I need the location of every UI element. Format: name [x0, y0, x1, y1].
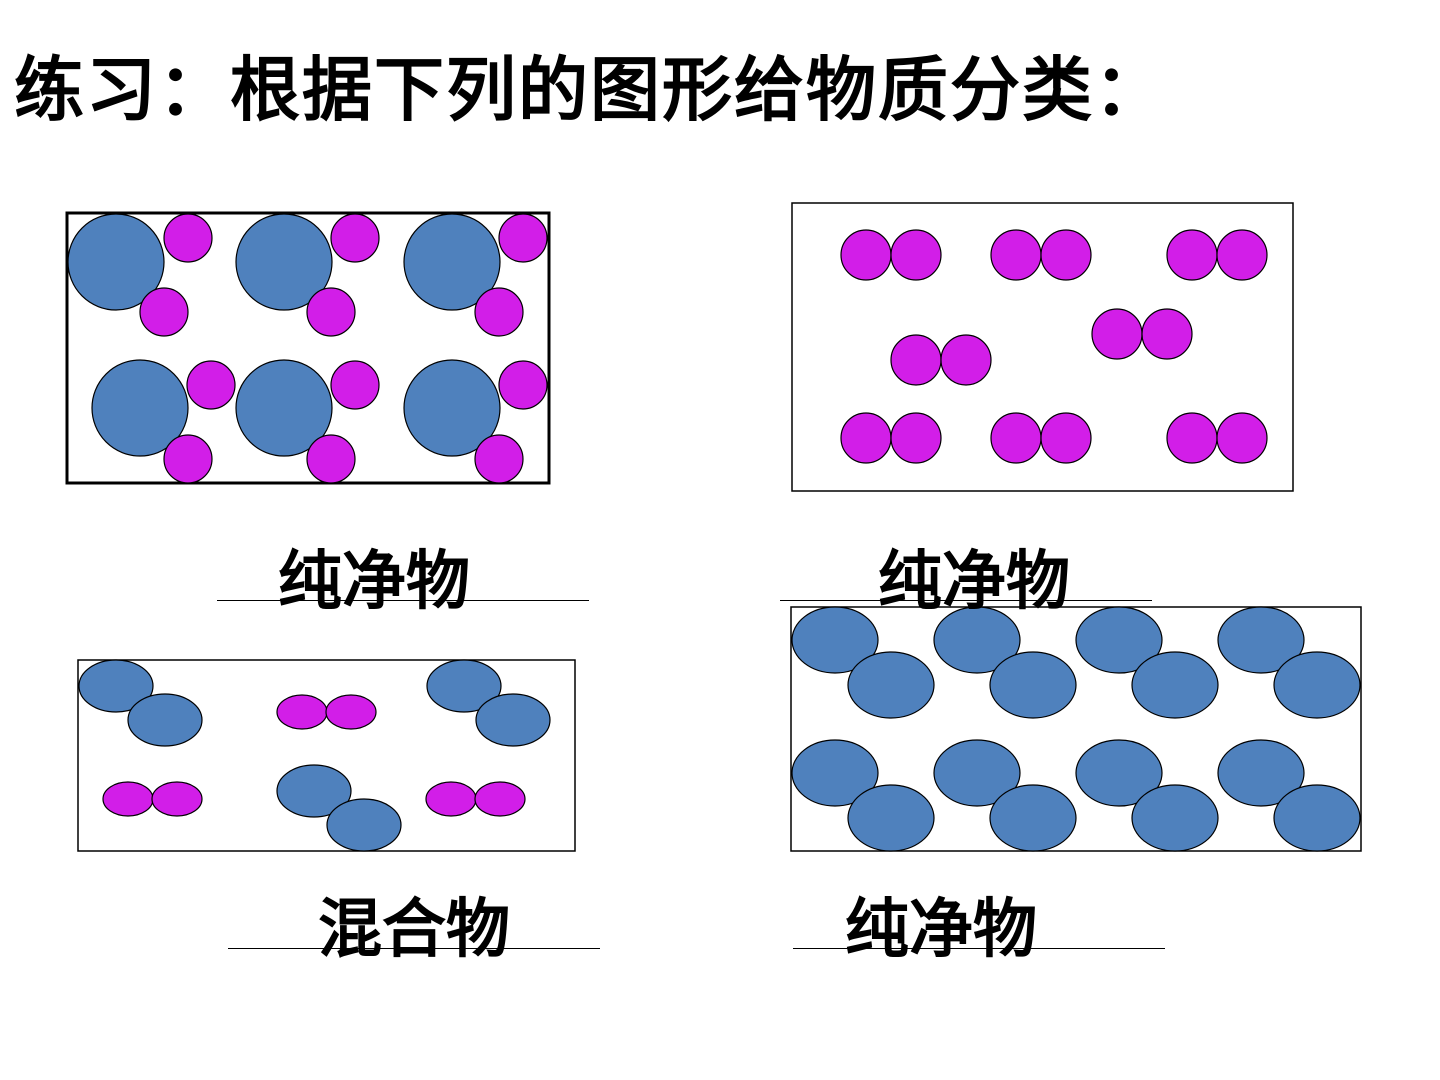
panel-top-left-frame	[65, 211, 551, 485]
magenta-atom	[102, 781, 154, 817]
answer-top-right: 纯净物	[878, 545, 1070, 619]
blue-atom	[933, 739, 1021, 807]
answer-bottom-right: 纯净物	[845, 893, 1037, 967]
magenta-atom	[325, 694, 377, 730]
magenta-atom	[990, 412, 1042, 464]
blue-atom	[326, 798, 402, 852]
answer-blank-top-left[interactable]	[217, 600, 589, 601]
magenta-atom	[151, 781, 203, 817]
magenta-atom	[474, 781, 526, 817]
blue-atom	[127, 693, 203, 747]
panel-bottom-right-frame	[790, 606, 1362, 852]
panel-bottom-left-frame	[77, 659, 576, 852]
small-magenta-atom	[330, 213, 380, 263]
large-blue-atom	[403, 359, 501, 457]
large-blue-atom	[235, 213, 333, 311]
magenta-atom	[840, 229, 892, 281]
magenta-atom	[1166, 229, 1218, 281]
magenta-atom	[276, 694, 328, 730]
blue-atom	[475, 693, 551, 747]
small-magenta-atom	[306, 287, 356, 337]
small-magenta-atom	[498, 213, 548, 263]
magenta-atom	[1216, 229, 1268, 281]
small-magenta-atom	[474, 434, 524, 484]
large-blue-atom	[235, 359, 333, 457]
magenta-atom	[1166, 412, 1218, 464]
small-magenta-atom	[186, 360, 236, 410]
blue-atom	[989, 784, 1077, 852]
magenta-atom	[890, 229, 942, 281]
large-blue-atom	[91, 359, 189, 457]
small-magenta-atom	[330, 360, 380, 410]
small-magenta-atom	[163, 434, 213, 484]
small-magenta-atom	[163, 213, 213, 263]
small-magenta-atom	[474, 287, 524, 337]
answer-blank-bottom-right[interactable]	[793, 948, 1165, 949]
small-magenta-atom	[306, 434, 356, 484]
blue-atom	[276, 764, 352, 818]
answer-bottom-left: 混合物	[318, 893, 510, 967]
magenta-atom	[890, 334, 942, 386]
slide-title: 练习：根据下列的图形给物质分类：	[14, 49, 1166, 131]
magenta-atom	[890, 412, 942, 464]
blue-atom	[78, 659, 154, 713]
blue-atom	[1131, 784, 1219, 852]
blue-atom	[989, 651, 1077, 719]
blue-atom	[1273, 651, 1361, 719]
blue-atom	[1075, 739, 1163, 807]
blue-atom	[1217, 606, 1305, 674]
magenta-atom	[1216, 412, 1268, 464]
answer-blank-bottom-left[interactable]	[228, 948, 600, 949]
blue-atom	[791, 739, 879, 807]
blue-atom	[1273, 784, 1361, 852]
blue-atom	[426, 659, 502, 713]
magenta-atom	[1040, 229, 1092, 281]
panel-top-right-frame	[791, 202, 1294, 492]
large-blue-atom	[67, 213, 165, 311]
magenta-atom	[940, 334, 992, 386]
magenta-atom	[1091, 308, 1143, 360]
blue-atom	[847, 651, 935, 719]
magenta-atom	[1141, 308, 1193, 360]
large-blue-atom	[403, 213, 501, 311]
answer-top-left: 纯净物	[278, 545, 470, 619]
magenta-atom	[990, 229, 1042, 281]
blue-atom	[1217, 739, 1305, 807]
small-magenta-atom	[139, 287, 189, 337]
blue-atom	[1131, 651, 1219, 719]
magenta-atom	[425, 781, 477, 817]
blue-atom	[791, 606, 879, 674]
small-magenta-atom	[498, 360, 548, 410]
blue-atom	[933, 606, 1021, 674]
magenta-atom	[1040, 412, 1092, 464]
blue-atom	[1075, 606, 1163, 674]
blue-atom	[847, 784, 935, 852]
answer-blank-top-right[interactable]	[780, 600, 1152, 601]
magenta-atom	[840, 412, 892, 464]
